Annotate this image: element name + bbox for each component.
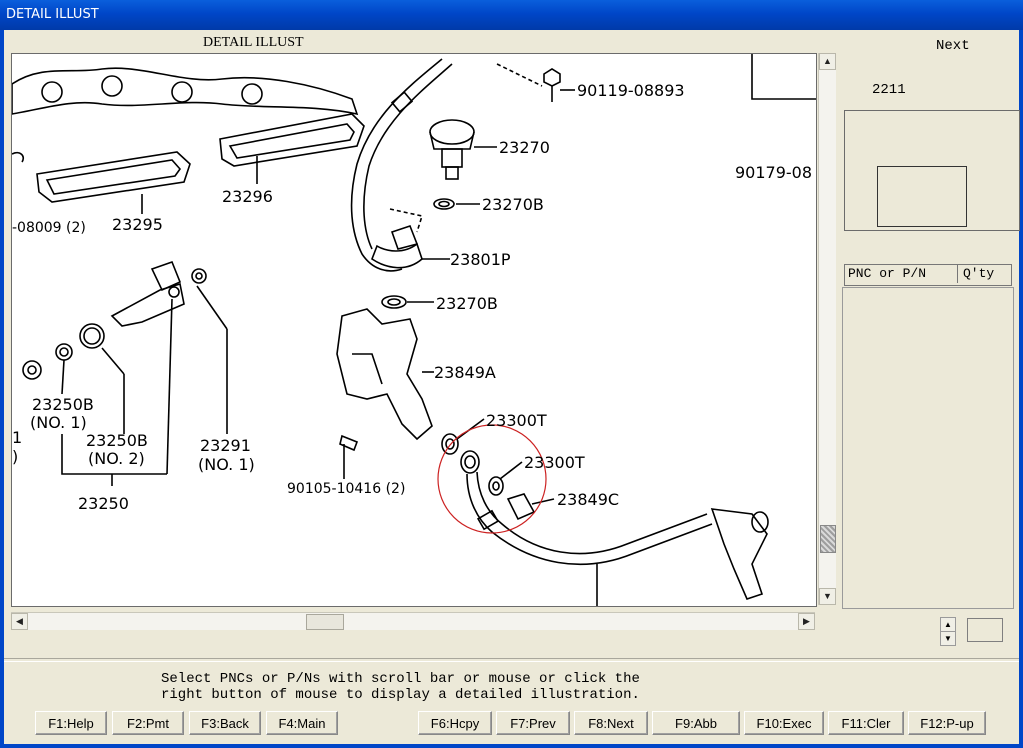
label-no2: (NO. 2) (88, 449, 145, 468)
parts-diagram[interactable]: 90119-08893 23270 90179-08 23270B 23296 … (12, 54, 816, 606)
quantity-field[interactable] (967, 618, 1003, 642)
f2-pmt-button[interactable]: F2:Pmt (112, 711, 184, 735)
illustration-caption: DETAIL ILLUST (203, 35, 304, 50)
label-23250: 23250 (78, 494, 129, 513)
window-frame-bottom (0, 744, 1023, 748)
label-edge-1: 1 (12, 428, 22, 447)
label-23270b-top: 23270B (482, 195, 544, 214)
navigator-panel[interactable] (844, 110, 1020, 231)
f7-prev-button[interactable]: F7:Prev (496, 711, 570, 735)
f9-abb-button[interactable]: F9:Abb (652, 711, 740, 735)
navigator-viewport[interactable] (877, 166, 967, 227)
label-90119-08893: 90119-08893 (577, 81, 685, 100)
label-23250b-1: 23250B (32, 395, 94, 414)
illustration-vscroll[interactable]: ▲ ▼ (818, 53, 836, 605)
f10-exec-button[interactable]: F10:Exec (744, 711, 824, 735)
status-message: Select PNCs or P/Ns with scroll bar or m… (161, 671, 640, 703)
page-code: 2211 (872, 82, 906, 98)
label-23295: 23295 (112, 215, 163, 234)
label-no1-a: (NO. 1) (30, 413, 87, 432)
scroll-left-arrow-icon[interactable]: ◀ (11, 613, 28, 630)
label-no1-b: (NO. 1) (198, 455, 255, 474)
label-23296: 23296 (222, 187, 273, 206)
window-frame-right (1019, 30, 1023, 748)
label-08009: -08009 (2) (12, 220, 86, 236)
status-message-line1: Select PNCs or P/Ns with scroll bar or m… (161, 671, 640, 687)
scroll-down-arrow-icon[interactable]: ▼ (819, 588, 836, 605)
illustration-canvas[interactable]: 90119-08893 23270 90179-08 23270B 23296 … (11, 53, 817, 607)
label-23270b-mid: 23270B (436, 294, 498, 313)
label-23250b-2: 23250B (86, 431, 148, 450)
f8-next-button[interactable]: F8:Next (574, 711, 648, 735)
vscroll-thumb[interactable] (820, 525, 836, 553)
spin-up-icon[interactable]: ▲ (940, 617, 956, 632)
window-title: DETAIL ILLUST (0, 0, 1023, 30)
label-23270: 23270 (499, 138, 550, 157)
label-90105-10416: 90105-10416 (2) (287, 481, 405, 497)
column-pnc: PNC or P/N (848, 266, 927, 281)
status-divider (4, 658, 1019, 662)
scroll-right-arrow-icon[interactable]: ▶ (798, 613, 815, 630)
f12-pup-button[interactable]: F12:P-up (908, 711, 986, 735)
label-23849c: 23849C (557, 490, 619, 509)
status-message-line2: right button of mouse to display a detai… (161, 687, 640, 703)
f6-hcpy-button[interactable]: F6:Hcpy (418, 711, 492, 735)
label-23300t-1: 23300T (486, 411, 547, 430)
window-frame-left (0, 30, 4, 748)
label-edge-paren: ) (12, 447, 18, 466)
spin-down-icon[interactable]: ▼ (940, 631, 956, 646)
illustration-hscroll[interactable]: ◀ ▶ (11, 612, 815, 630)
scroll-up-arrow-icon[interactable]: ▲ (819, 53, 836, 70)
label-23801p: 23801P (450, 250, 511, 269)
highlight-circle (437, 424, 547, 534)
label-23300t-2: 23300T (524, 453, 585, 472)
label-23291: 23291 (200, 436, 251, 455)
f11-cler-button[interactable]: F11:Cler (828, 711, 904, 735)
hscroll-thumb[interactable] (306, 614, 344, 630)
label-23849a: 23849A (434, 363, 496, 382)
label-90179-08: 90179-08 (735, 163, 812, 182)
parts-list-header: PNC or P/N Q'ty (844, 264, 1012, 286)
column-divider (957, 265, 958, 283)
f1-help-button[interactable]: F1:Help (35, 711, 107, 735)
f4-main-button[interactable]: F4:Main (266, 711, 338, 735)
column-qty: Q'ty (963, 266, 995, 281)
f3-back-button[interactable]: F3:Back (189, 711, 261, 735)
next-label: Next (936, 38, 970, 54)
parts-list[interactable] (842, 287, 1014, 609)
